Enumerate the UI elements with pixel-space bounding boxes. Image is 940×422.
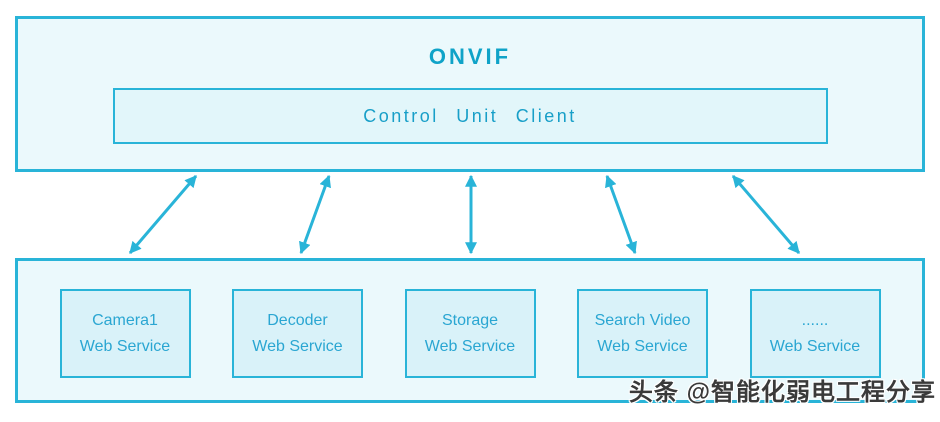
bidirectional-arrow-decoder <box>299 174 331 255</box>
service-type-label: Web Service <box>597 337 688 355</box>
service-box-storage: Storage Web Service <box>404 289 536 378</box>
service-type-label: Web Service <box>252 337 343 355</box>
service-box-decoder: Decoder Web Service <box>232 289 363 378</box>
onvif-title: ONVIF <box>428 44 512 69</box>
bidirectional-arrow-camera1 <box>128 175 198 254</box>
services-container: Camera1 Web Service Decoder Web Service … <box>15 258 925 403</box>
control-unit-client-box: Control Unit Client <box>112 88 828 144</box>
service-name: Storage <box>441 311 499 329</box>
service-name: Decoder <box>267 311 328 329</box>
service-type-label: Web Service <box>424 337 516 355</box>
service-name: Search Video <box>594 311 691 329</box>
service-name: Camera1 <box>92 311 158 329</box>
service-box-more: ...... Web Service <box>749 289 881 378</box>
bidirectional-arrow-more <box>731 175 801 254</box>
service-type-label: Web Service <box>769 337 861 355</box>
control-unit-client-label: Control Unit Client <box>363 105 577 126</box>
watermark: 头条 @智能化弱电工程分享 <box>628 378 936 406</box>
bidirectional-arrow-search-video <box>605 174 637 255</box>
service-name: ...... <box>801 311 829 329</box>
service-box-search-video: Search Video Web Service <box>577 289 708 378</box>
onvif-container: ONVIF Control Unit Client <box>15 16 925 172</box>
service-box-camera1: Camera1 Web Service <box>59 289 191 378</box>
service-type-label: Web Service <box>79 337 171 355</box>
